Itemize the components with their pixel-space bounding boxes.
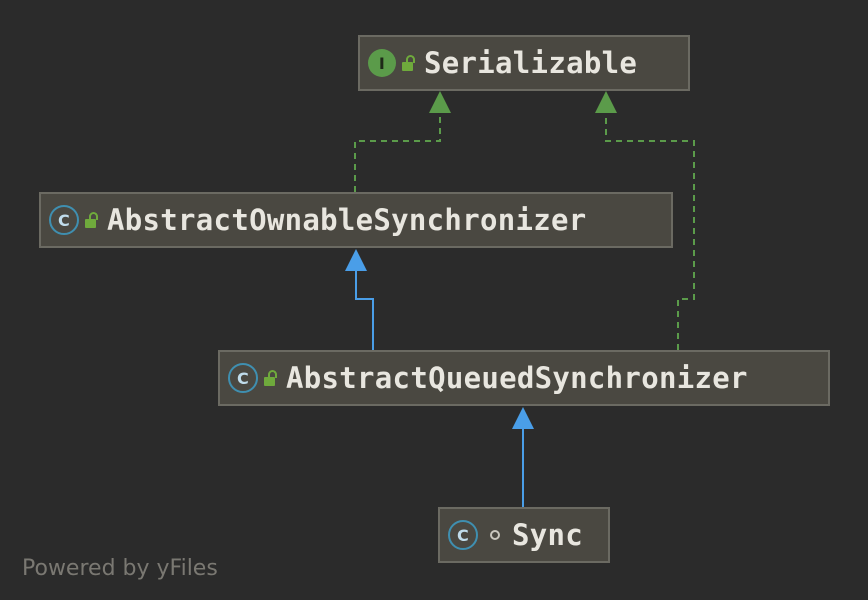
interface-icon: I (368, 49, 396, 77)
node-label: Serializable (424, 45, 638, 80)
edge-sync-extends-aqs (512, 407, 534, 507)
abstract-class-icon: C (228, 363, 258, 393)
package-private-icon (490, 530, 500, 540)
node-abstract-ownable-synchronizer[interactable]: C AbstractOwnableSynchronizer (39, 192, 673, 248)
node-sync[interactable]: C Sync (438, 507, 610, 563)
unlocked-icon (85, 212, 99, 228)
edge-aqs-implements-serializable (595, 91, 695, 350)
abstract-class-icon: C (49, 205, 79, 235)
unlocked-icon (402, 55, 416, 71)
node-label: Sync (512, 517, 584, 552)
node-abstract-queued-synchronizer[interactable]: C AbstractQueuedSynchronizer (218, 350, 830, 406)
node-label: AbstractOwnableSynchronizer (107, 202, 587, 237)
edge-aqs-extends-aos (345, 249, 374, 350)
node-serializable[interactable]: I Serializable (358, 35, 690, 91)
unlocked-icon (264, 370, 278, 386)
node-label: AbstractQueuedSynchronizer (286, 360, 748, 395)
powered-by-footer: Powered by yFiles (22, 556, 218, 581)
edge-aos-implements-serializable (354, 91, 451, 192)
abstract-class-icon: C (448, 520, 478, 550)
